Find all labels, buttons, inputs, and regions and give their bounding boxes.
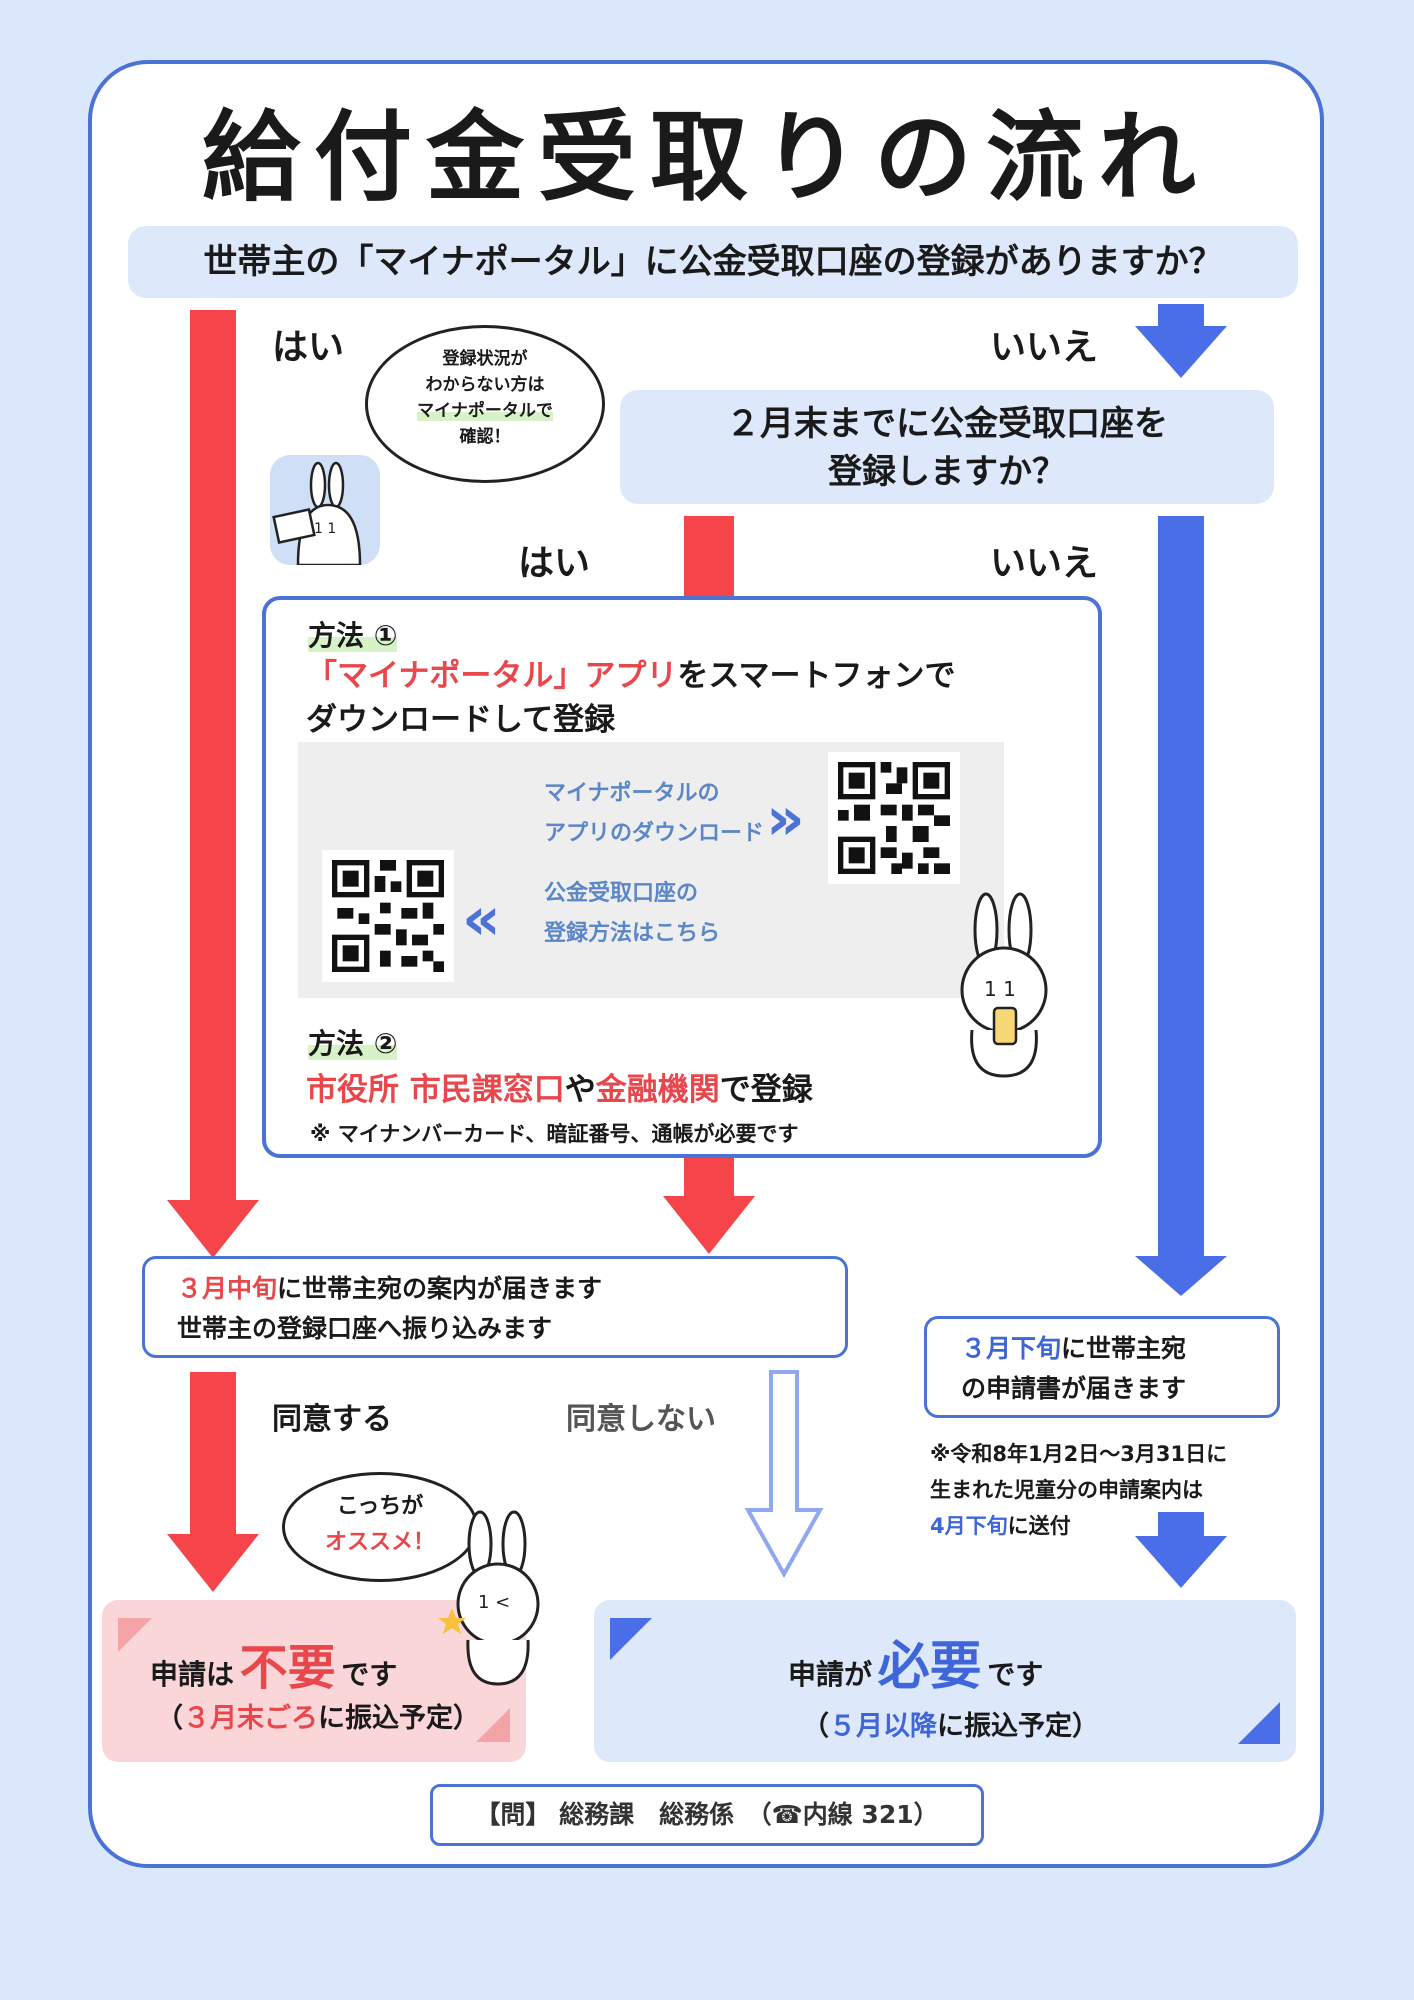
arrow-down-left-icon (167, 1200, 259, 1258)
no-app-sub-date: ３月末ごろ (183, 1703, 318, 1734)
result-2-date: ３月下旬 (961, 1334, 1062, 1363)
note-line2: 生まれた児童分の申請案内は (930, 1478, 1203, 1502)
result-not-registered: ３月下旬に世帯主宛 の申請書が届きます (924, 1316, 1280, 1418)
label-yes-1: はい (272, 327, 345, 368)
required-prefix: 申請が (788, 1658, 873, 1691)
bubble-line: わからない方は (425, 375, 545, 395)
method-2-label-text: 方法 ② (308, 1027, 398, 1060)
application-required-box (594, 1600, 1296, 1762)
rabbit-thumbsup-icon: 1 < (438, 1510, 540, 1686)
label-disagree: 同意しない (566, 1402, 716, 1437)
result-1-date: ３月中旬 (177, 1274, 278, 1303)
qr-app-label-line: アプリのダウンロード (544, 821, 765, 846)
corner-tri-icon (118, 1618, 152, 1652)
label-yes-2: はい (518, 543, 591, 584)
note-line1: ※令和8年1月2日～3月31日に (930, 1442, 1228, 1466)
required-sub-open: （ (802, 1711, 829, 1742)
question-1-head: 世帯主 (203, 242, 306, 282)
contact-info: 【問】 総務課 総務係 （☎内線 321） (430, 1784, 984, 1846)
result-registered: ３月中旬に世帯主宛の案内が届きます 世帯主の登録口座へ振り込みます (142, 1256, 848, 1358)
flow-bar-right-top (1158, 304, 1204, 328)
page-title: 給付金受取りの流れ (201, 101, 1210, 215)
method-2-register: で登録 (719, 1072, 813, 1108)
method-2-text: 市役所 市民課窓口や金融機関で登録 (306, 1068, 813, 1112)
rabbit-card-icon: 1 1 (270, 455, 380, 565)
newborn-note: ※令和8年1月2日～3月31日に 生まれた児童分の申請案内は 4月下旬に送付 (930, 1436, 1227, 1544)
method-1-app-name: 「マイナポータル」アプリ (306, 658, 678, 694)
required-sub-rest: に振込予定） (937, 1711, 1099, 1742)
recommend-bubble: こっちが オススメ！ (282, 1472, 478, 1582)
arrow-down-agree-icon (167, 1534, 259, 1592)
no-app-emph: 不要 (239, 1640, 336, 1696)
required-suffix: です (987, 1658, 1044, 1691)
method-1-text: 「マイナポータル」アプリをスマートフォンで ダウンロードして登録 (306, 654, 955, 742)
arrow-down-right-top-icon (1135, 326, 1227, 378)
svg-text:1 <: 1 < (478, 1592, 510, 1613)
bubble-line: マイナポータルで (368, 398, 602, 424)
method-2-label: 方法 ② (308, 1022, 398, 1062)
corner-tri-icon (610, 1618, 652, 1660)
qr-code-app-download[interactable] (828, 752, 960, 884)
result-2-line2: の申請書が届きます (961, 1374, 1187, 1403)
label-agree: 同意する (272, 1402, 392, 1437)
no-application-text: 申請は 不要 です (150, 1628, 397, 1698)
recommend-line1: こっちが (336, 1494, 424, 1519)
required-sub-date: ５月以降 (829, 1711, 937, 1742)
method-2-city-office: 市役所 市民課窓口 (306, 1072, 565, 1108)
qr-registration-label: 公金受取口座の 登録方法はこちら (544, 874, 720, 954)
application-required-text: 申請が 必要 です (788, 1624, 1043, 1699)
chevron-left-icon: « (462, 884, 501, 954)
method-2-or: や (564, 1072, 596, 1108)
required-emph: 必要 (877, 1637, 982, 1697)
flow-bar-note (1158, 1512, 1204, 1538)
qr-code-registration[interactable] (322, 850, 454, 982)
check-bubble: 登録状況が わからない方は マイナポータルで 確認！ (365, 325, 605, 483)
label-no-2: いいえ (990, 543, 1099, 584)
svg-text:1 1: 1 1 (984, 977, 1016, 1001)
no-app-sub-rest: に振込予定） (318, 1703, 480, 1734)
bubble-line: 登録状況が (442, 349, 528, 369)
chevron-right-icon: » (766, 784, 805, 854)
question-2: ２月末までに公金受取口座を 登録しますか？ (620, 390, 1274, 504)
question-1-text: の「マイナポータル」に公金受取口座の登録がありますか？ (305, 242, 1223, 282)
rabbit-phone-icon: 1 1 (960, 892, 1048, 1078)
label-no-1: いいえ (990, 327, 1099, 368)
method-2-note: ※ マイナンバーカード、暗証番号、通帳が必要です (310, 1122, 799, 1146)
qr-registration-label-line: 登録方法はこちら (544, 921, 721, 946)
no-app-sub-open: （ (156, 1703, 183, 1734)
qr-app-label-line: マイナポータルの (544, 781, 720, 806)
arrow-down-disagree-icon (744, 1370, 824, 1579)
recommend-line2: オススメ！ (324, 1530, 435, 1555)
arrow-down-note-icon (1135, 1536, 1227, 1588)
question-2-line2: 登録しますか？ (828, 452, 1066, 492)
svg-text:1 1: 1 1 (314, 521, 336, 537)
note-line3: に送付 (1007, 1514, 1071, 1538)
qr-app-label: マイナポータルの アプリのダウンロード (544, 774, 764, 854)
arrow-down-middle-icon (663, 1196, 755, 1254)
result-2-line1: に世帯主宛 (1061, 1334, 1187, 1363)
question-2-line1: ２月末までに公金受取口座を (726, 404, 1168, 444)
qr-registration-label-line: 公金受取口座の (544, 881, 699, 906)
application-required-sub: （５月以降に振込予定） (802, 1704, 1099, 1743)
note-date: 4月下旬 (930, 1514, 1008, 1538)
method-2-bank: 金融機関 (595, 1072, 720, 1108)
flow-bar-right (1158, 516, 1204, 1260)
no-application-sub: （３月末ごろに振込予定） (156, 1696, 480, 1735)
result-1-line2: 世帯主の登録口座へ振り込みます (177, 1314, 553, 1343)
method-1-text-rest: をスマートフォンで (677, 658, 956, 694)
bubble-line: 確認！ (459, 427, 511, 447)
result-1-line1: に世帯主宛の案内が届きます (277, 1274, 603, 1303)
no-app-prefix: 申請は (150, 1658, 235, 1691)
no-app-suffix: です (341, 1658, 398, 1691)
bubble-highlight: マイナポータルで (417, 401, 553, 421)
flow-bar-left (190, 310, 236, 1210)
method-1-label-text: 方法 ① (308, 619, 398, 652)
corner-tri-icon (1238, 1702, 1280, 1744)
question-1: 世帯主の「マイナポータル」に公金受取口座の登録がありますか？ (128, 226, 1298, 298)
flow-bar-agree (190, 1372, 236, 1542)
arrow-down-right-icon (1135, 1256, 1227, 1296)
corner-tri-icon (476, 1708, 510, 1742)
method-1-line2: ダウンロードして登録 (306, 702, 616, 738)
method-1-label: 方法 ① (308, 614, 398, 654)
